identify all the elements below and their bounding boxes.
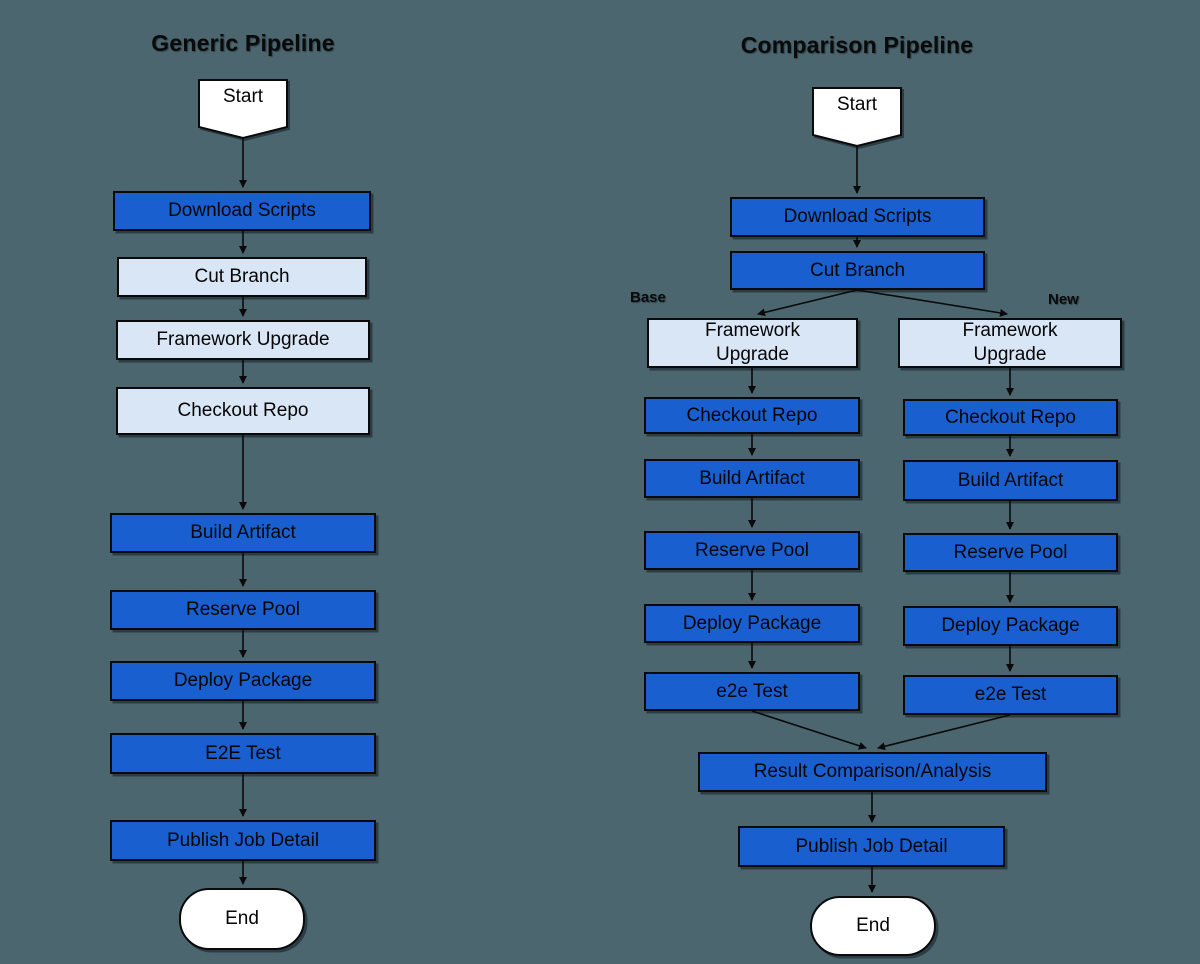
node-generic-reserve-pool: Reserve Pool: [110, 590, 376, 630]
comparison-end-node: End: [810, 896, 936, 956]
node-base-e2e-test: e2e Test: [644, 672, 860, 711]
node-base-reserve-pool: Reserve Pool: [644, 531, 860, 570]
start-label: Start: [222, 86, 264, 107]
node-base-deploy-package: Deploy Package: [644, 604, 860, 643]
node-comparison-publish-job-detail: Publish Job Detail: [738, 826, 1005, 867]
node-base-checkout-repo: Checkout Repo: [644, 397, 860, 434]
node-comparison-cut-branch: Cut Branch: [730, 251, 985, 290]
node-result-comparison-analysis: Result Comparison/Analysis: [698, 752, 1047, 792]
node-new-checkout-repo: Checkout Repo: [903, 399, 1118, 436]
branch-label-base: Base: [630, 289, 666, 306]
generic-end-node: End: [179, 888, 305, 950]
comparison-start-node: Start: [812, 87, 902, 148]
node-generic-publish-job-detail: Publish Job Detail: [110, 820, 376, 861]
comparison-pipeline-title: Comparison Pipeline: [740, 32, 974, 58]
node-generic-build-artifact: Build Artifact: [110, 513, 376, 553]
node-new-framework-upgrade: Framework Upgrade: [898, 318, 1122, 368]
node-generic-deploy-package: Deploy Package: [110, 661, 376, 701]
node-base-build-artifact: Build Artifact: [644, 459, 860, 498]
node-generic-download-scripts: Download Scripts: [113, 191, 371, 231]
node-new-e2e-test: e2e Test: [903, 675, 1118, 715]
generic-start-node: Start: [198, 79, 288, 140]
node-new-build-artifact: Build Artifact: [903, 460, 1118, 501]
generic-pipeline-title: Generic Pipeline: [151, 30, 335, 56]
node-generic-cut-branch: Cut Branch: [117, 257, 367, 297]
node-generic-checkout-repo: Checkout Repo: [116, 387, 370, 435]
start-label: Start: [836, 94, 878, 115]
node-generic-framework-upgrade: Framework Upgrade: [116, 320, 370, 360]
node-comparison-download-scripts: Download Scripts: [730, 197, 985, 237]
node-new-reserve-pool: Reserve Pool: [903, 533, 1118, 572]
node-generic-e2e-test: E2E Test: [110, 733, 376, 774]
node-base-framework-upgrade: Framework Upgrade: [647, 318, 858, 368]
node-new-deploy-package: Deploy Package: [903, 606, 1118, 646]
branch-label-new: New: [1048, 291, 1079, 308]
